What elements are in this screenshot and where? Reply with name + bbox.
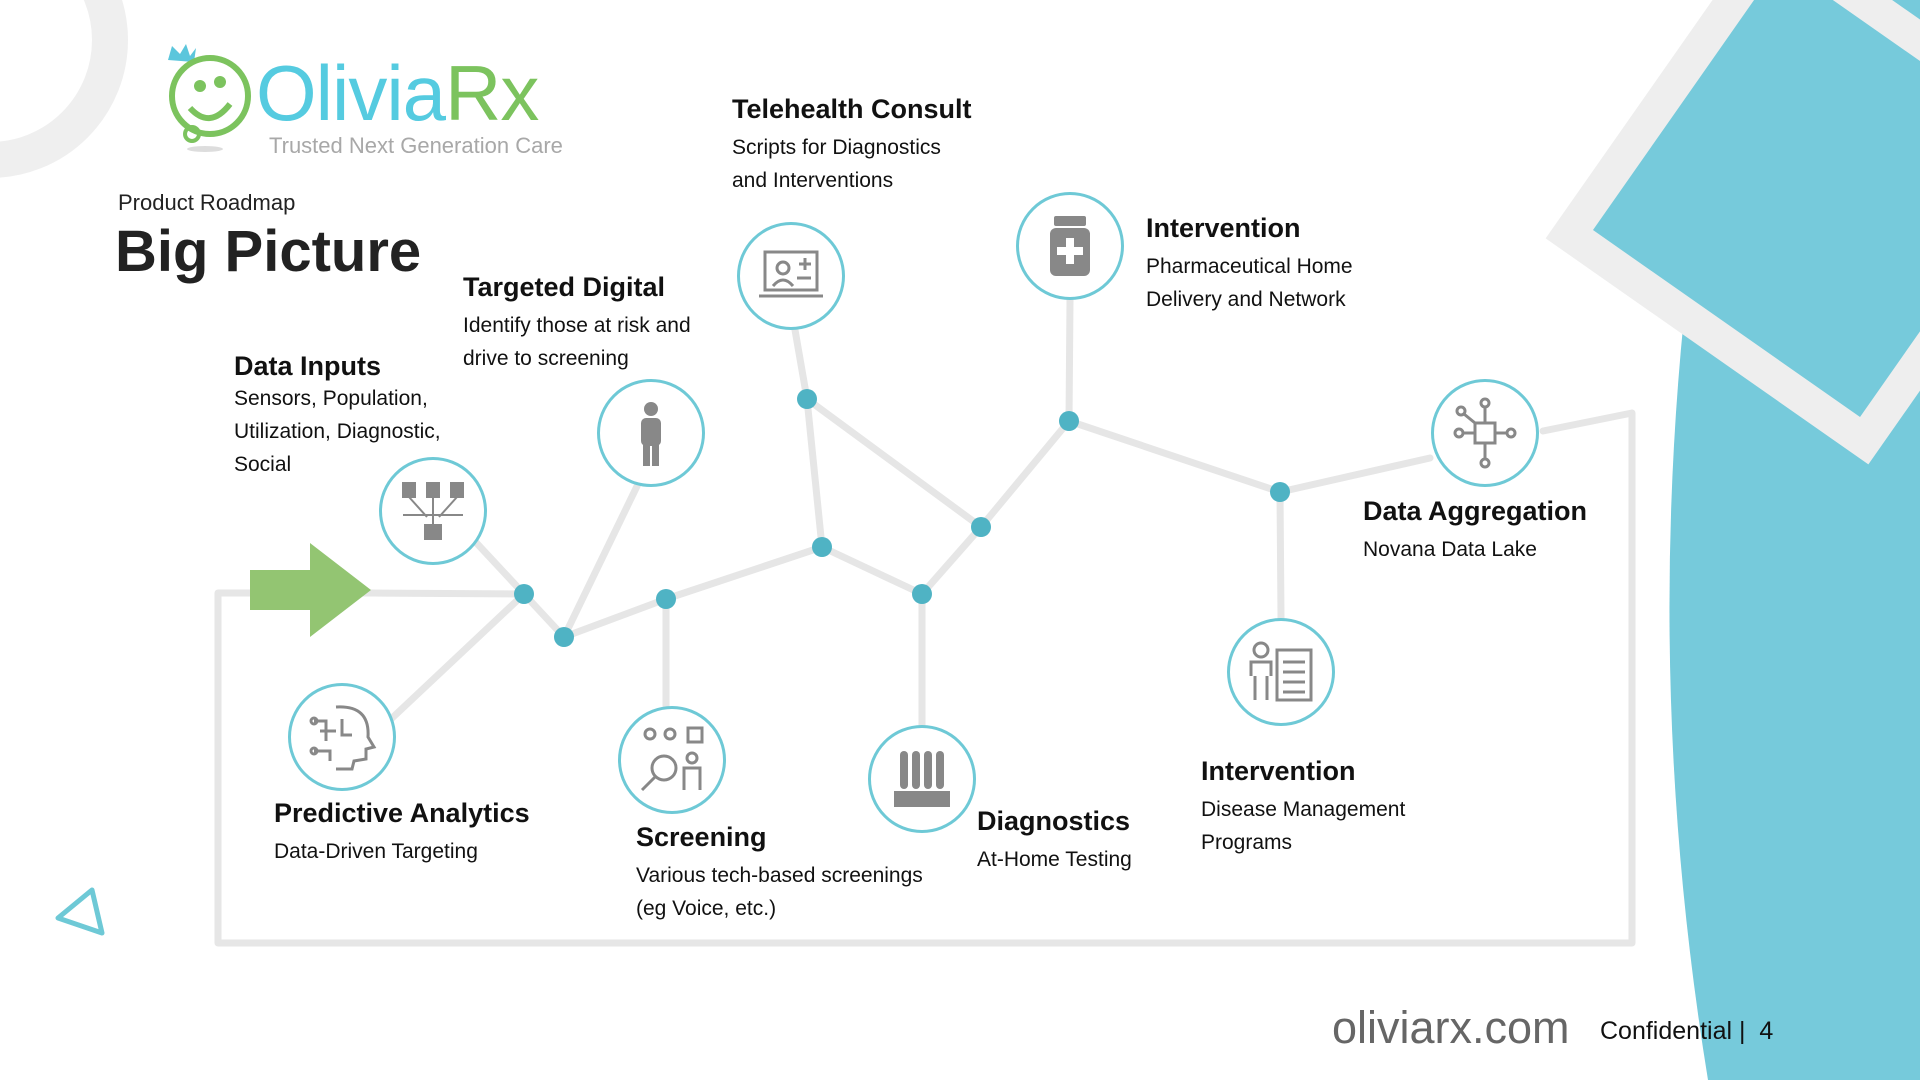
node-desc: Delivery and Network xyxy=(1146,288,1346,311)
junction-dot xyxy=(912,584,932,604)
node-title: Targeted Digital xyxy=(463,272,666,302)
frame-line xyxy=(214,409,1636,947)
footer-website: oliviarx.com xyxy=(1332,1002,1570,1053)
page-number: 4 xyxy=(1759,1017,1774,1045)
node-desc: Various tech-based screenings xyxy=(636,864,923,887)
node-desc: Identify those at risk and xyxy=(463,314,691,337)
label-predictive-analytics: Predictive Analytics Data-Driven Targeti… xyxy=(274,797,530,868)
page-title: Big Picture xyxy=(115,219,422,284)
node-title: Predictive Analytics xyxy=(274,798,530,828)
test-tubes-icon xyxy=(894,751,950,807)
logo-mascot-icon xyxy=(168,44,251,152)
footer-confidential: Confidential | 4 xyxy=(1600,1017,1774,1045)
node-telehealth xyxy=(737,222,845,330)
node-screening xyxy=(618,706,726,814)
node-desc: Pharmaceutical Home xyxy=(1146,255,1353,278)
logo-tagline: Trusted Next Generation Care xyxy=(269,133,563,158)
node-desc: At-Home Testing xyxy=(977,848,1132,871)
node-desc: Sensors, Population, xyxy=(234,387,428,410)
node-intervention-pharma xyxy=(1016,192,1124,300)
logo-wordmark: OliviaRx xyxy=(256,49,539,137)
node-desc: and Interventions xyxy=(732,169,894,192)
node-desc: Programs xyxy=(1201,831,1293,854)
node-title: Diagnostics xyxy=(977,806,1131,836)
data-chip-icon xyxy=(1453,397,1517,469)
telehealth-laptop-icon xyxy=(759,250,823,298)
node-title: Telehealth Consult xyxy=(732,94,972,124)
label-diagnostics: Diagnostics At-Home Testing xyxy=(977,805,1132,876)
label-data-inputs: Data Inputs Sensors, Population, Utilizat… xyxy=(234,350,441,481)
junction-dot xyxy=(656,589,676,609)
junction-dot xyxy=(971,517,991,537)
node-title: Intervention xyxy=(1201,756,1356,786)
data-network-icon xyxy=(402,482,464,540)
junction-dot xyxy=(1059,411,1079,431)
node-title: Data Aggregation xyxy=(1363,496,1588,526)
triangle-decor xyxy=(55,887,105,936)
node-desc: (eg Voice, etc.) xyxy=(636,897,777,920)
label-data-aggregation: Data Aggregation Novana Data Lake xyxy=(1363,495,1587,566)
junction-dot xyxy=(514,584,534,604)
node-desc: Data-Driven Targeting xyxy=(274,840,478,863)
node-data-aggregation xyxy=(1431,379,1539,487)
node-intervention-disease xyxy=(1227,618,1335,726)
node-title: Screening xyxy=(636,822,767,852)
start-arrow xyxy=(250,543,371,637)
label-targeted-digital: Targeted Digital Identify those at risk … xyxy=(463,271,691,375)
node-predictive-analytics xyxy=(288,683,396,791)
node-title: Data Inputs xyxy=(234,351,382,381)
label-screening: Screening Various tech-based screenings (… xyxy=(636,821,923,925)
junction-dot xyxy=(812,537,832,557)
node-title: Intervention xyxy=(1146,213,1301,243)
logo xyxy=(160,38,260,158)
node-diagnostics xyxy=(868,725,976,833)
node-data-inputs xyxy=(379,457,487,565)
junction-dot xyxy=(554,627,574,647)
junction-dot xyxy=(797,389,817,409)
person-icon xyxy=(641,402,661,466)
corner-arc-decor xyxy=(0,0,128,178)
node-desc: Disease Management xyxy=(1201,798,1406,821)
square-decor xyxy=(1545,0,1920,465)
node-desc: Novana Data Lake xyxy=(1363,538,1537,561)
clipboard-patient-icon xyxy=(1249,641,1313,702)
node-desc: Social xyxy=(234,453,292,476)
node-desc: drive to screening xyxy=(463,347,629,370)
medicine-bottle-icon xyxy=(1050,216,1090,276)
page-subtitle: Product Roadmap xyxy=(118,190,296,215)
node-desc: Scripts for Diagnostics xyxy=(732,136,941,159)
node-desc: Utilization, Diagnostic, xyxy=(234,420,441,443)
ai-head-icon xyxy=(309,705,377,771)
junction-dot xyxy=(1270,482,1290,502)
label-telehealth: Telehealth Consult Scripts for Diagnosti… xyxy=(732,93,972,197)
node-targeted-digital xyxy=(597,379,705,487)
screening-magnifier-icon xyxy=(640,726,704,792)
